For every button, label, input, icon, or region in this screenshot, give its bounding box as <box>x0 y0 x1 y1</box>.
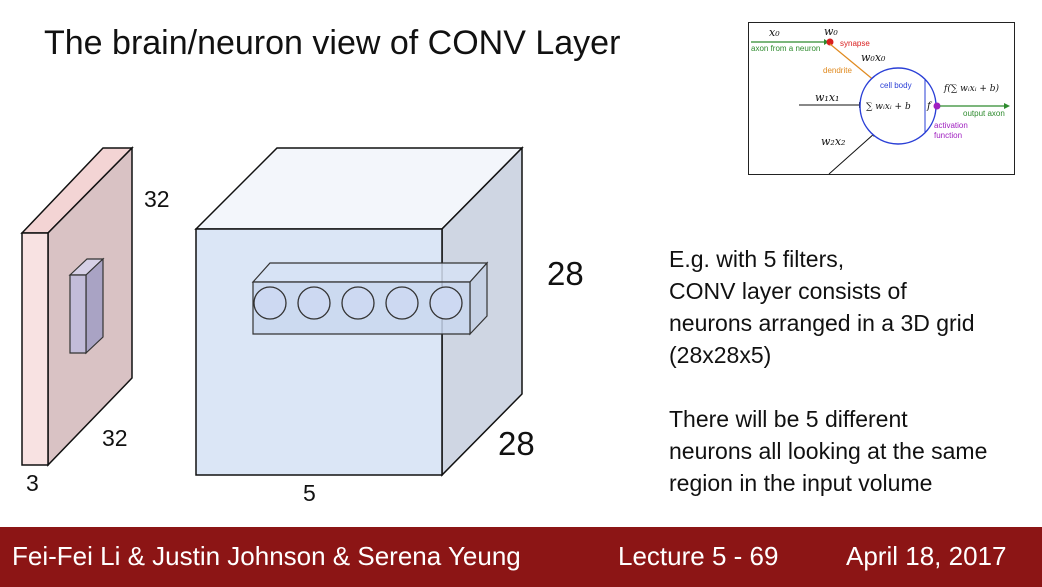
neuron-inset-drawing: x₀ w₀ w₀x₀ w₁x₁ w₂x₂ synapse axon from a… <box>751 25 1010 175</box>
inset-input2 <box>828 132 876 175</box>
conv-diagram: 32 32 3 28 28 5 <box>20 146 584 506</box>
output-width-label: 28 <box>498 425 535 462</box>
desc-line: E.g. with 5 filters, <box>669 246 845 272</box>
description: E.g. with 5 filters, CONV layer consists… <box>669 243 1039 499</box>
inset-x0: x₀ <box>769 26 780 39</box>
desc-line: neurons all looking at the same <box>669 438 988 464</box>
desc-line: CONV layer consists of <box>669 278 907 304</box>
inset-sum: ∑ wᵢxᵢ + b <box>866 102 911 112</box>
neuron-column <box>251 261 489 336</box>
footer-date: April 18, 2017 <box>846 541 1007 571</box>
inset-synapse: synapse <box>840 39 870 48</box>
inset-activation-dot <box>933 102 941 110</box>
inset-f-expr: f(∑ wᵢxᵢ + b) <box>943 83 1000 94</box>
neuron-circle <box>385 286 419 320</box>
output-depth-label: 5 <box>303 480 316 506</box>
inset-synapse-dot <box>826 38 834 46</box>
inset-cell-label: cell body <box>880 81 912 90</box>
inset-w0: w₀ <box>824 25 838 38</box>
inset-output-axon-label: output axon <box>963 109 1005 118</box>
input-volume-front <box>21 232 49 466</box>
input-width-label: 32 <box>102 425 128 451</box>
inset-axon-from: axon from a neuron <box>751 44 820 53</box>
inset-w1x1: w₁x₁ <box>815 91 839 104</box>
receptive-field <box>68 257 105 355</box>
neuron-circle <box>429 286 463 320</box>
output-height-label: 28 <box>547 255 584 292</box>
neuron-circle <box>253 286 287 320</box>
inset-w0x0: w₀x₀ <box>861 51 886 64</box>
footer-authors: Fei-Fei Li & Justin Johnson & Serena Yeu… <box>12 541 521 571</box>
input-volume <box>20 146 134 467</box>
inset-w2x2: w₂x₂ <box>821 135 845 148</box>
description-para-1: E.g. with 5 filters, CONV layer consists… <box>669 243 1039 371</box>
slide-title: The brain/neuron view of CONV Layer <box>44 24 621 62</box>
inset-activation1: activation <box>934 121 968 130</box>
input-height-label: 32 <box>144 186 170 212</box>
neuron-inset: x₀ w₀ w₀x₀ w₁x₁ w₂x₂ synapse axon from a… <box>748 22 1015 175</box>
inset-dendrite: dendrite <box>823 66 852 75</box>
footer-lecture: Lecture 5 - 69 <box>618 541 779 571</box>
inset-activation2: function <box>934 131 962 140</box>
inset-f: f <box>926 101 933 112</box>
description-para-2: There will be 5 different neurons all lo… <box>669 403 1039 499</box>
desc-line: There will be 5 different <box>669 406 908 432</box>
neuron-circle <box>297 286 331 320</box>
footer-bar: Fei-Fei Li & Justin Johnson & Serena Yeu… <box>0 527 1042 587</box>
desc-line: neurons arranged in a 3D grid <box>669 310 975 336</box>
desc-line: (28x28x5) <box>669 342 772 368</box>
neuron-circle <box>341 286 375 320</box>
desc-line: region in the input volume <box>669 470 933 496</box>
input-depth-label: 3 <box>26 470 39 496</box>
